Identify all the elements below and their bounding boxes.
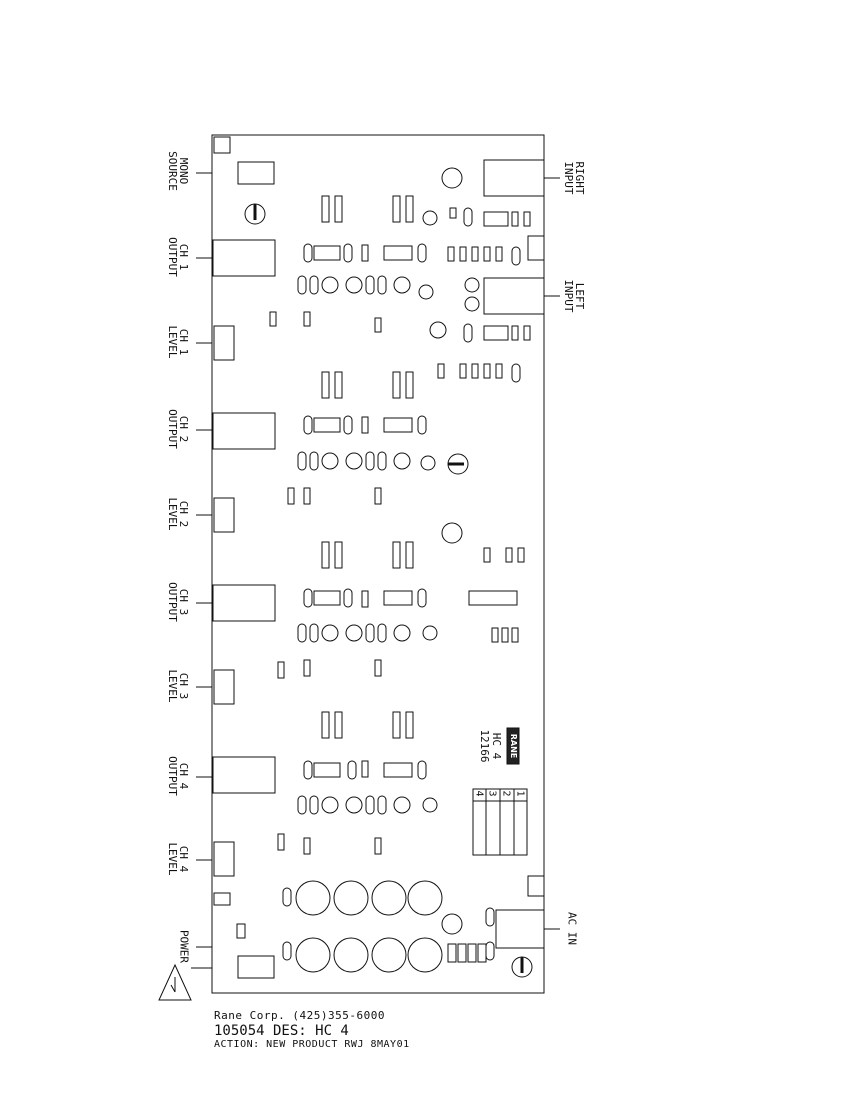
warning-triangle-icon bbox=[158, 963, 192, 1001]
pot-ch3 bbox=[213, 669, 235, 705]
pot-ch2 bbox=[213, 497, 235, 533]
jack-ch4 bbox=[212, 756, 276, 794]
power-label: POWER bbox=[177, 929, 191, 964]
regulators bbox=[244, 203, 533, 978]
board-mark-title: HC 4 bbox=[490, 732, 503, 760]
company-line: Rane Corp. (425)355-6000 bbox=[214, 1009, 385, 1022]
pot-ch4 bbox=[213, 841, 235, 877]
jack-ch2 bbox=[212, 412, 276, 450]
board-outline bbox=[211, 134, 545, 994]
jack-right-input bbox=[483, 159, 545, 197]
input-resistors bbox=[437, 207, 531, 643]
filter-caps bbox=[295, 880, 443, 973]
rane-logo-box bbox=[506, 727, 520, 765]
dip-switch-number: 3 bbox=[486, 790, 498, 797]
drawing-number: 105054 DES: HC 4 bbox=[214, 1023, 349, 1039]
corner-pad bbox=[213, 136, 231, 154]
round-caps bbox=[321, 167, 480, 935]
pot-ch1 bbox=[213, 325, 235, 361]
corner-pad bbox=[213, 892, 231, 906]
small-parts bbox=[236, 244, 487, 963]
action-line: ACTION: NEW PRODUCT RWJ 8MAY01 bbox=[214, 1039, 410, 1050]
rane-logo: RANE bbox=[509, 733, 518, 759]
dip-switch bbox=[472, 788, 528, 856]
jack-left-input bbox=[483, 277, 545, 315]
film-caps bbox=[282, 207, 521, 961]
ac-in-label: AC IN bbox=[565, 911, 579, 946]
title-block: Rane Corp. (425)355-6000 105054 DES: HC … bbox=[214, 1009, 410, 1050]
dip-switch-number: 4 bbox=[473, 790, 485, 797]
ic-row bbox=[313, 245, 518, 778]
resistor-pairs bbox=[321, 195, 414, 739]
jack-ac-in bbox=[495, 909, 545, 949]
jack-ch3 bbox=[212, 584, 276, 622]
dip-switch-number: 2 bbox=[500, 790, 512, 797]
board-mark: HC 4 12166 bbox=[468, 721, 503, 771]
jack-ch1 bbox=[212, 239, 276, 277]
board-mark-code: 12166 bbox=[478, 729, 491, 763]
dip-switch-number: 1 bbox=[514, 790, 526, 797]
lead-lines bbox=[196, 172, 560, 948]
